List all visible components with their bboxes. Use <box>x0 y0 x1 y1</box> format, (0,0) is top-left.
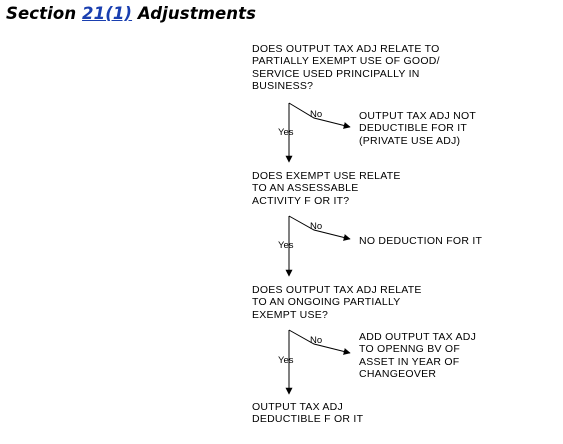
no-connector-3 <box>288 329 351 355</box>
page-title: Section 21(1) Adjustments <box>6 4 256 23</box>
title-suffix: Adjustments <box>132 4 257 23</box>
question-line: BUSINESS? <box>252 80 314 93</box>
no-connector-1 <box>288 102 351 129</box>
decision-3-question: DOES OUTPUT TAX ADJ RELATE TO AN ONGOING… <box>252 284 422 321</box>
yes-label-3: Yes <box>278 355 294 366</box>
no-connector-2 <box>288 215 351 241</box>
outcome-line: (PRIVATE USE ADJ) <box>359 134 461 147</box>
question-line: EXEMPT USE? <box>252 308 329 321</box>
outcome-line: CHANGEOVER <box>359 368 437 381</box>
decision-2-question: DOES EXEMPT USE RELATE TO AN ASSESSABLE … <box>252 170 401 207</box>
outcome-line: DEDUCTIBLE FOR IT <box>359 122 468 135</box>
question-line: ACTIVITY F OR IT? <box>252 194 350 207</box>
decision-2-no-outcome: NO DEDUCTION FOR IT <box>359 235 482 247</box>
outcome-line: DEDUCTIBLE F OR IT <box>252 413 364 426</box>
decision-1-question: DOES OUTPUT TAX ADJ RELATE TO PARTIALLY … <box>252 43 440 93</box>
no-label-2: No <box>310 221 322 232</box>
decision-1-no-outcome: OUTPUT TAX ADJ NOT DEDUCTIBLE FOR IT (PR… <box>359 110 476 147</box>
outcome-line: ADD OUTPUT TAX ADJ <box>359 331 477 343</box>
question-line: DOES EXEMPT USE RELATE <box>252 170 401 182</box>
outcome-line: TO OPENNG BV OF <box>359 343 460 356</box>
no-label-1: No <box>310 109 322 120</box>
outcome-line: ASSET IN YEAR OF <box>359 355 460 368</box>
question-line: DOES OUTPUT TAX ADJ RELATE <box>252 284 422 296</box>
outcome-line: OUTPUT TAX ADJ NOT <box>359 110 477 122</box>
outcome-line: OUTPUT TAX ADJ <box>252 401 344 413</box>
question-line: TO AN ASSESSABLE <box>252 182 359 195</box>
section-reference-link[interactable]: 21(1) <box>82 4 133 23</box>
question-line: TO AN ONGOING PARTIALLY <box>252 296 401 309</box>
question-line: DOES OUTPUT TAX ADJ RELATE TO <box>252 43 440 55</box>
yes-label-1: Yes <box>278 127 294 138</box>
decision-3-no-outcome: ADD OUTPUT TAX ADJ TO OPENNG BV OF ASSET… <box>359 331 476 381</box>
decision-3-branch: No Yes <box>278 329 351 395</box>
question-line: PARTIALLY EXEMPT USE OF GOOD/ <box>252 55 440 68</box>
decision-1-branch: No Yes <box>278 102 351 163</box>
question-line: SERVICE USED PRINCIPALLY IN <box>252 67 420 80</box>
title-prefix: Section <box>6 4 83 23</box>
outcome-line: NO DEDUCTION FOR IT <box>359 235 483 247</box>
no-label-3: No <box>310 335 322 346</box>
final-outcome: OUTPUT TAX ADJ DEDUCTIBLE F OR IT <box>252 401 363 426</box>
decision-2-branch: No Yes <box>278 215 351 277</box>
yes-label-2: Yes <box>278 240 294 251</box>
